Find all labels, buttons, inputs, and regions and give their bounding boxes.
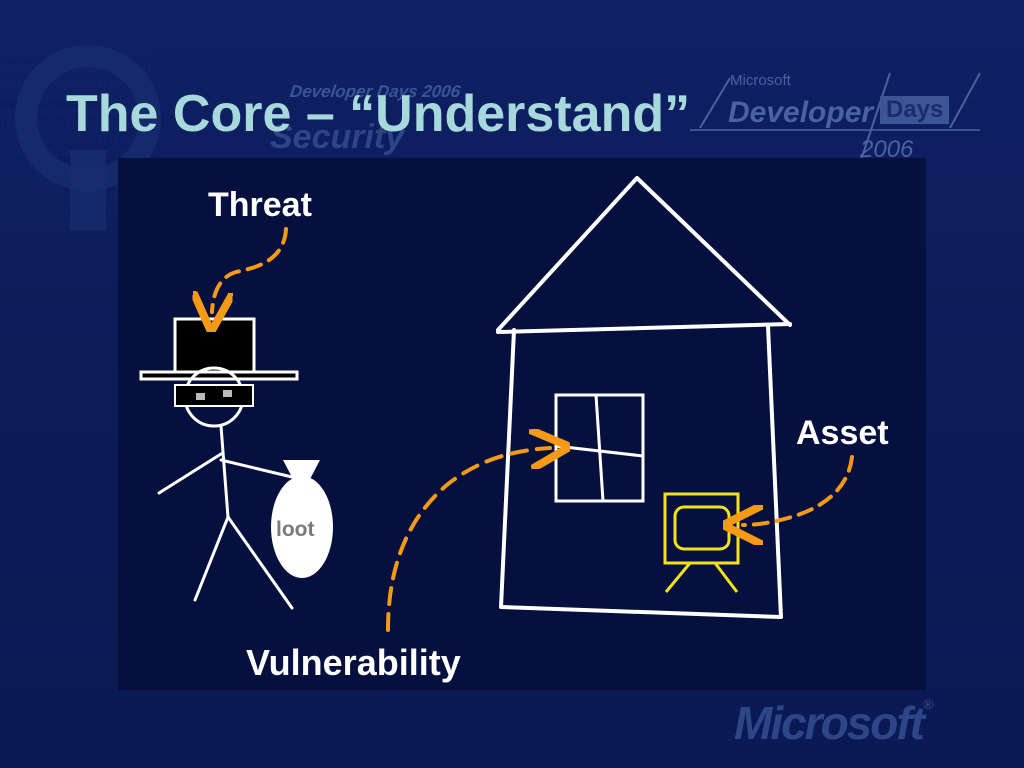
svg-text:0101101001011010010110100101: 0101101001011010010110100101 — [0, 135, 152, 145]
security-lock-watermark: 0101101001011010010110100101 10100101101… — [0, 23, 161, 230]
house-roof — [496, 176, 792, 332]
house-drawing — [496, 176, 792, 619]
svg-text:0101101001011010010110100101: 0101101001011010010110100101 — [0, 191, 152, 201]
svg-text:1001011010010110100101101001: 1001011010010110100101101001 — [0, 121, 152, 131]
tv-asset-icon — [663, 492, 740, 593]
diagram-panel — [118, 158, 926, 690]
burglar-left-leg — [193, 515, 230, 602]
burglar-left-arm — [157, 452, 223, 495]
threat-arrow — [212, 227, 288, 312]
eye-mask — [174, 384, 254, 407]
svg-text:0101101001011010010110100101: 0101101001011010010110100101 — [0, 79, 152, 89]
svg-text:0101101001011010010110100101: 0101101001011010010110100101 — [0, 23, 152, 33]
slide-title: The Core – “Understand” — [66, 85, 691, 143]
burglar-right-leg — [226, 515, 294, 610]
developer-watermark: Developer — [728, 96, 874, 129]
house-window — [554, 393, 645, 503]
registered-mark: ® — [923, 696, 934, 712]
svg-text:1010010110100101101001011010: 1010010110100101101001011010 — [0, 37, 152, 47]
hat-brim — [139, 370, 299, 381]
loot-label: loot — [276, 518, 315, 541]
svg-text:0110100101101001011010010110: 0110100101101001011010010110 — [0, 51, 152, 61]
svg-text:1010010110100101101001011010: 1010010110100101101001011010 — [0, 149, 152, 159]
developer-days-logo-watermark: Microsoft Developer Days 2006 — [690, 68, 990, 168]
svg-text:0110100101101001011010010110: 0110100101101001011010010110 — [0, 107, 152, 117]
burglar-body — [219, 424, 230, 519]
threat-label: Threat — [208, 186, 312, 224]
svg-text:1010010110100101101001011010: 1010010110100101101001011010 — [0, 205, 152, 215]
microsoft-logo: Microsoft® — [734, 696, 933, 750]
vulnerability-arrow — [386, 448, 550, 632]
svg-text:1010010110100101101001011010: 1010010110100101101001011010 — [0, 93, 152, 103]
svg-text:1001011010010110100101101001: 1001011010010110100101101001 — [0, 177, 152, 187]
house-roof-base — [496, 322, 792, 334]
days-watermark: Days — [880, 96, 950, 124]
svg-text:0110100101101001011010010110: 0110100101101001011010010110 — [0, 163, 152, 173]
microsoft-watermark-small: Microsoft — [730, 72, 791, 89]
top-hat — [173, 317, 256, 374]
burglar-figure — [139, 317, 299, 610]
house-walls — [499, 324, 783, 619]
watermark-slash-lines — [690, 72, 981, 164]
loot-bag-icon — [271, 460, 333, 578]
burglar-right-arm — [219, 458, 294, 479]
microsoft-logo-text: Microsoft — [734, 697, 925, 749]
security-watermark-text: Security — [270, 118, 405, 156]
asset-label: Asset — [796, 414, 889, 452]
asset-arrow — [743, 455, 854, 525]
vulnerability-label: Vulnerability — [246, 642, 461, 683]
svg-text:1001011010010110100101101001: 1001011010010110100101101001 — [0, 65, 152, 75]
